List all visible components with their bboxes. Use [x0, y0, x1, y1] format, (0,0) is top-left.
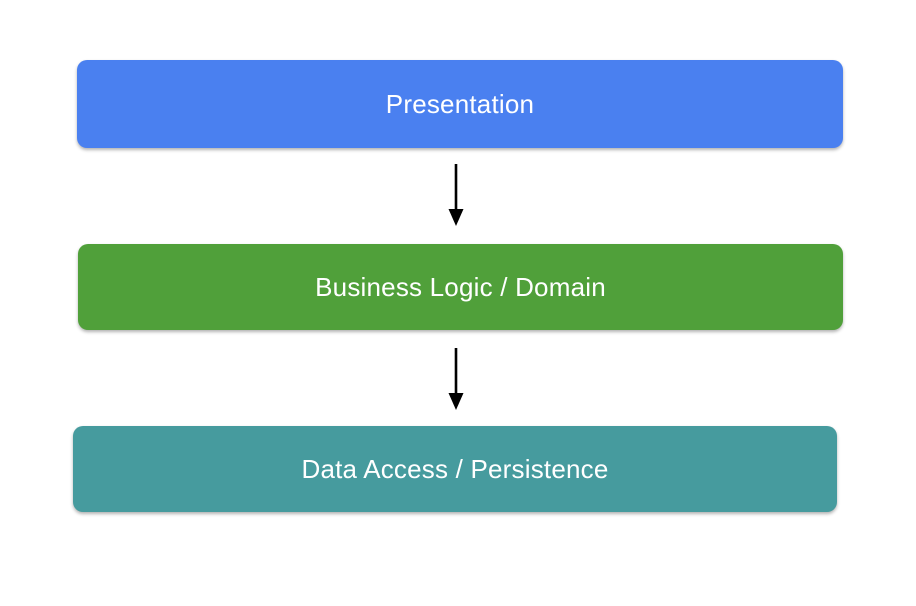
layer-label-data-access: Data Access / Persistence — [301, 454, 609, 484]
layer-label-business-logic: Business Logic / Domain — [315, 272, 606, 302]
layer-box-data-access: Data Access / Persistence — [73, 426, 837, 512]
arrow-down-icon — [448, 164, 464, 226]
arrow-down-icon — [448, 348, 464, 410]
layer-box-business-logic: Business Logic / Domain — [78, 244, 843, 330]
layer-box-presentation: Presentation — [77, 60, 843, 148]
layer-label-presentation: Presentation — [385, 89, 535, 119]
